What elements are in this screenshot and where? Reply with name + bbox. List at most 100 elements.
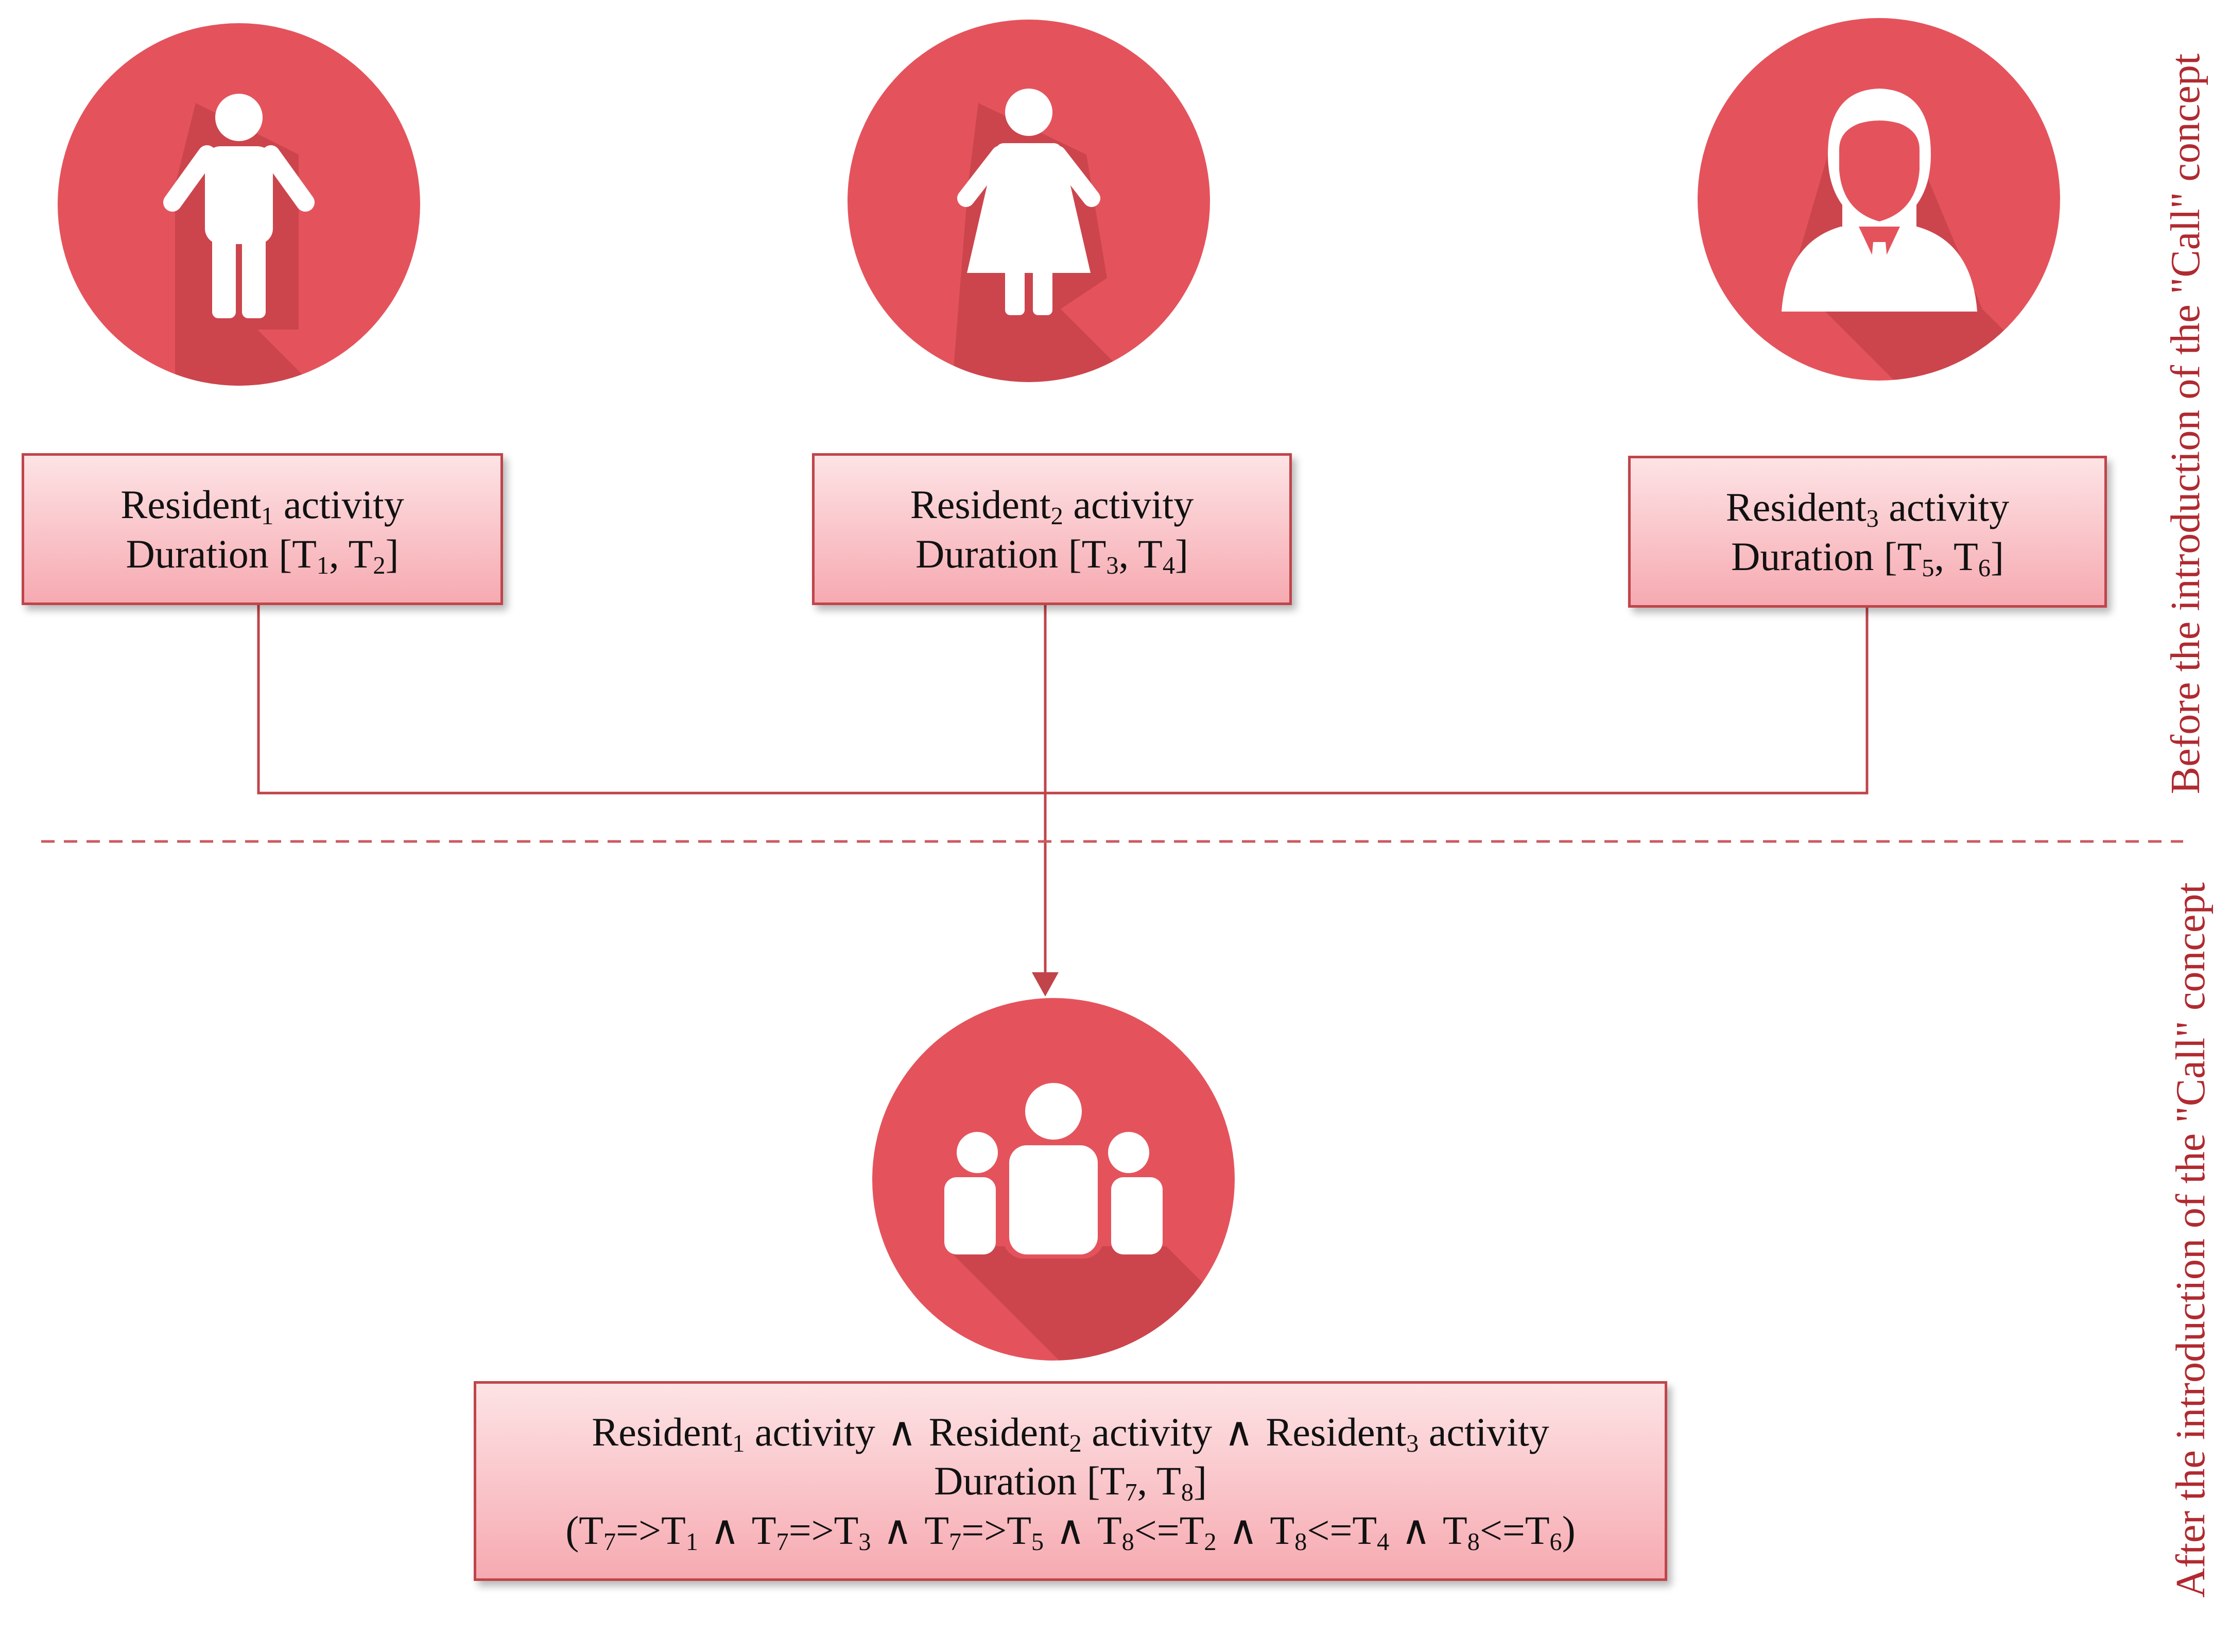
resident3-activity-word: activity [1889,485,2010,530]
t-symbol: T [1270,1507,1295,1553]
t-start-index: 1 [316,552,330,579]
duration-suffix: ] [1175,531,1188,576]
combined-r2-index: 2 [1069,1430,1082,1458]
t-symbol: T [1097,1507,1122,1553]
arrow-head [1032,972,1059,996]
group-avatar [872,998,1235,1361]
open-paren: ( [565,1507,579,1553]
combined-resident3: Resident [1266,1409,1407,1455]
t-symbol: T [1007,1507,1031,1553]
t8-index: 8 [1181,1479,1194,1507]
duration-prefix: Duration [T [126,531,317,576]
resident1-avatar [58,23,420,386]
resident2-index: 2 [1050,503,1063,530]
t-end-index: 6 [1978,554,1991,582]
t-symbol: T [1525,1507,1550,1553]
after-call-concept-label: After the introduction of the "Call" con… [2168,882,2214,1598]
resident2-name: Resident [910,482,1051,527]
and-operator: ∧ [883,1507,912,1553]
constraint1-right-index: 1 [685,1528,698,1556]
male-person-icon [163,94,315,318]
before-call-concept-label: Before the introduction of the "Call" co… [2163,53,2208,795]
combined-activity1: activity [754,1409,875,1455]
combined-activity3: activity [1428,1409,1549,1455]
and-operator: ∧ [710,1507,740,1553]
t-symbol: T [579,1507,603,1553]
combined-r3-index: 3 [1406,1430,1419,1458]
resident3-title: Resident3 activity [1726,483,2010,531]
duration-suffix: ] [1991,534,2004,579]
and-operator: ∧ [887,1409,917,1455]
resident1-shadow [175,103,420,386]
constraint3-left-index: 7 [949,1528,962,1556]
resident1-name: Resident [120,482,262,527]
constraint5-right-index: 4 [1376,1528,1390,1556]
resident1-activity-word: activity [283,482,404,527]
constraint4-left-index: 8 [1121,1528,1134,1556]
constraint5-left-index: 8 [1294,1528,1307,1556]
combined-activities-line: Resident1 activity∧Resident2 activity∧Re… [592,1407,1549,1456]
t-start-index: 5 [1922,554,1934,582]
combined-constraints: (T7=>T1∧T7=>T3∧T7=>T5∧T8<=T2∧T8<=T4∧T8<=… [565,1506,1575,1555]
and-operator: ∧ [1229,1507,1258,1553]
t-end-index: 2 [373,552,386,579]
resident2-activity-word: activity [1073,482,1194,527]
t-symbol: T [1443,1507,1467,1553]
resident3-avatar [1698,18,2060,381]
t-separator: , T [1118,531,1163,576]
t-separator: , T [1934,534,1978,579]
le-operator: <= [1134,1507,1180,1553]
duration-suffix: ] [385,531,399,576]
resident3-index: 3 [1866,505,1879,533]
duration-suffix: ] [1194,1458,1207,1504]
close-paren: ) [1562,1507,1576,1553]
ge-operator: => [616,1507,662,1553]
female-person-icon [957,89,1100,315]
t-symbol: T [1352,1507,1377,1553]
t-separator: , T [329,531,373,576]
t-end-index: 4 [1162,552,1175,579]
constraint3-right-index: 5 [1031,1528,1044,1556]
constraint1-left-index: 7 [603,1528,616,1556]
combined-resident1: Resident [592,1409,733,1455]
resident1-index: 1 [261,503,274,530]
group-people-icon [944,1083,1163,1259]
t-symbol: T [1179,1507,1204,1553]
duration-prefix: Duration [T [1731,534,1922,579]
duration-prefix: Duration [T [915,531,1107,576]
resident1-title: Resident1 activity [120,480,404,529]
combined-activity2: activity [1092,1409,1213,1455]
resident2-duration: Duration [T3, T4] [915,529,1188,578]
constraint6-right-index: 6 [1549,1528,1562,1556]
resident3-activity-box: Resident3 activity Duration [T5, T6] [1628,456,2107,608]
t7-index: 7 [1125,1479,1137,1507]
t-start-index: 3 [1106,552,1119,579]
resident2-title: Resident2 activity [910,480,1194,529]
connector-resident1 [257,605,1045,795]
combined-resident2: Resident [928,1409,1069,1455]
and-operator: ∧ [1056,1507,1085,1553]
ge-operator: => [788,1507,834,1553]
connector-lines [257,605,1869,976]
duration-prefix: Duration [T [934,1458,1125,1504]
constraint4-right-index: 2 [1204,1528,1217,1556]
t-separator: , T [1137,1458,1181,1504]
t-symbol: T [661,1507,686,1553]
combined-activity-box: Resident1 activity∧Resident2 activity∧Re… [474,1381,1667,1581]
le-operator: <= [1479,1507,1525,1553]
t-symbol: T [924,1507,949,1553]
resident3-duration: Duration [T5, T6] [1731,532,2004,581]
t-symbol: T [834,1507,859,1553]
resident1-duration: Duration [T1, T2] [126,529,399,578]
le-operator: <= [1307,1507,1353,1553]
connector-resident3 [1045,608,1869,795]
constraint6-left-index: 8 [1467,1528,1480,1556]
resident2-activity-box: Resident2 activity Duration [T3, T4] [812,453,1292,605]
group-shadow [945,1246,1235,1361]
constraint2-left-index: 7 [776,1528,789,1556]
t-symbol: T [751,1507,776,1553]
businessman-icon [1782,89,1977,312]
resident1-activity-box: Resident1 activity Duration [T1, T2] [22,453,503,605]
and-operator: ∧ [1401,1507,1431,1553]
